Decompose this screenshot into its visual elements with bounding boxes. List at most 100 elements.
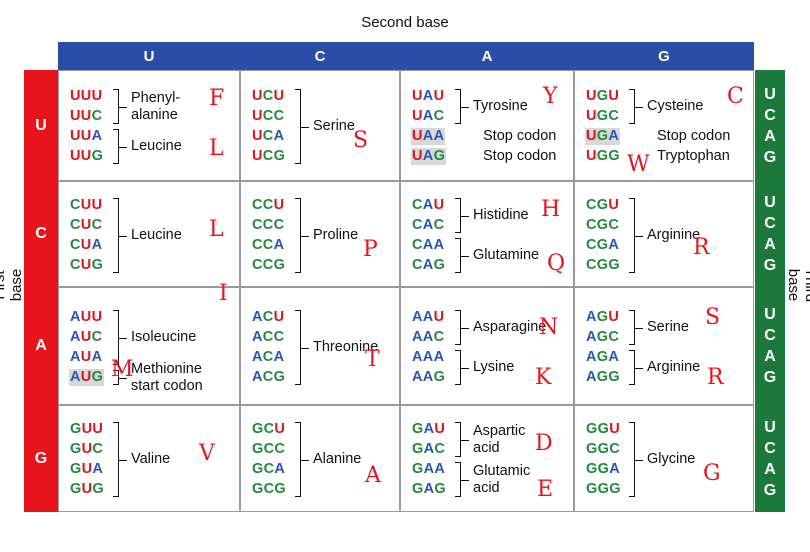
codon-bracket-tick bbox=[301, 348, 309, 349]
codon-bracket bbox=[629, 89, 635, 124]
codon-base: A bbox=[422, 369, 434, 385]
amino-acid-name: Histidine bbox=[473, 207, 529, 223]
codon-base: C bbox=[262, 329, 274, 345]
codon-UGU: UGU bbox=[585, 88, 620, 105]
codon-base: G bbox=[70, 441, 82, 457]
codon-bracket bbox=[113, 129, 119, 164]
codon-base: G bbox=[597, 481, 610, 497]
codon-base: U bbox=[80, 329, 92, 345]
third-base-letter: U bbox=[764, 418, 776, 436]
codon-base: G bbox=[596, 329, 609, 345]
codon-bracket-tick bbox=[635, 107, 643, 108]
amino-acid-name: Leucine bbox=[131, 227, 182, 243]
codon-bracket-tick bbox=[301, 127, 309, 128]
codon-base: A bbox=[412, 349, 423, 365]
codon-GCG: GCG bbox=[251, 481, 287, 498]
codon-base: A bbox=[252, 329, 263, 345]
codon-CUC: CUC bbox=[69, 217, 103, 234]
codon-base: C bbox=[274, 441, 286, 457]
codon-base: G bbox=[434, 481, 446, 497]
amino-acid-letter: Q bbox=[547, 251, 566, 276]
codon-base: G bbox=[596, 128, 609, 144]
codon-base: C bbox=[252, 237, 263, 253]
codon-base: A bbox=[608, 349, 620, 365]
codon-base: U bbox=[80, 217, 92, 233]
codon-base: G bbox=[608, 148, 620, 164]
codon-base: G bbox=[596, 108, 609, 124]
codon-base: G bbox=[597, 461, 610, 477]
codon-bracket-tick bbox=[119, 236, 127, 237]
codon-base: U bbox=[412, 148, 423, 164]
codon-base: A bbox=[608, 128, 620, 144]
codon-base: G bbox=[273, 369, 286, 385]
codon-base: A bbox=[91, 237, 103, 253]
amino-acid-letter: S bbox=[353, 128, 369, 153]
codon-GAA: GAA bbox=[411, 461, 446, 478]
codon-base: C bbox=[252, 197, 263, 213]
codon-CAU: CAU bbox=[411, 197, 445, 214]
third-base-letter: U bbox=[764, 306, 776, 323]
codon-base: C bbox=[262, 369, 274, 385]
codon-AGC: AGC bbox=[585, 329, 620, 346]
second-base-header-G: G bbox=[574, 42, 754, 70]
codon-base: A bbox=[586, 309, 597, 325]
codon-base: A bbox=[433, 349, 445, 365]
amino-acid-label: Serine bbox=[647, 319, 689, 336]
codon-base: U bbox=[412, 108, 423, 124]
amino-acid-name: Leucine bbox=[131, 138, 182, 154]
codon-base: A bbox=[586, 329, 597, 345]
third-base-title: Third base bbox=[785, 267, 810, 303]
codon-bracket-tick bbox=[635, 328, 643, 329]
amino-acid-name: Threonine bbox=[313, 339, 379, 355]
codon-GGA: GGA bbox=[585, 461, 621, 478]
codon-base: C bbox=[262, 257, 274, 273]
codon-base: C bbox=[262, 309, 274, 325]
codon-base: U bbox=[252, 88, 263, 104]
codon-base: G bbox=[608, 257, 620, 273]
codon-CGG: CGG bbox=[585, 257, 621, 274]
amino-acid-label: Arginine bbox=[647, 227, 700, 244]
codon-bracket-tick bbox=[635, 236, 643, 237]
codon-base: G bbox=[597, 441, 610, 457]
codon-base: C bbox=[412, 197, 423, 213]
codon-AUG: AUG bbox=[69, 369, 105, 386]
codon-CGC: CGC bbox=[585, 217, 620, 234]
amino-acid-name: Stop codon bbox=[483, 148, 557, 164]
codon-UUC: UUC bbox=[69, 108, 103, 125]
codon-base: C bbox=[91, 217, 103, 233]
third-base-letter: C bbox=[764, 439, 776, 457]
codon-base: A bbox=[433, 237, 445, 253]
codon-UUU: UUU bbox=[69, 88, 103, 105]
codon-base: U bbox=[80, 88, 92, 104]
codon-base: C bbox=[262, 349, 274, 365]
codon-base: A bbox=[422, 217, 434, 233]
codon-base: C bbox=[263, 461, 275, 477]
codon-base: A bbox=[422, 108, 434, 124]
amino-acid-name: Glutamine bbox=[473, 247, 540, 263]
codon-base: A bbox=[434, 461, 446, 477]
codon-base: U bbox=[70, 148, 81, 164]
codon-bracket bbox=[629, 310, 635, 345]
codon-base: G bbox=[252, 461, 264, 477]
codon-bracket bbox=[113, 370, 119, 385]
amino-acid-name-line2: acid bbox=[473, 480, 500, 496]
codon-base: G bbox=[412, 481, 424, 497]
codon-base: G bbox=[596, 148, 609, 164]
codon-base: A bbox=[608, 237, 620, 253]
amino-acid-name: Serine bbox=[313, 118, 355, 134]
amino-acid-letter: I bbox=[219, 281, 228, 306]
codon-GGU: GGU bbox=[585, 421, 621, 438]
codon-AGU: AGU bbox=[585, 309, 620, 326]
codon-GUA: GUA bbox=[69, 461, 104, 478]
amino-acid-letter: D bbox=[535, 431, 553, 456]
amino-acid-letter: L bbox=[209, 217, 224, 242]
amino-acid-letter: V bbox=[199, 441, 215, 466]
codon-GGC: GGC bbox=[585, 441, 621, 458]
